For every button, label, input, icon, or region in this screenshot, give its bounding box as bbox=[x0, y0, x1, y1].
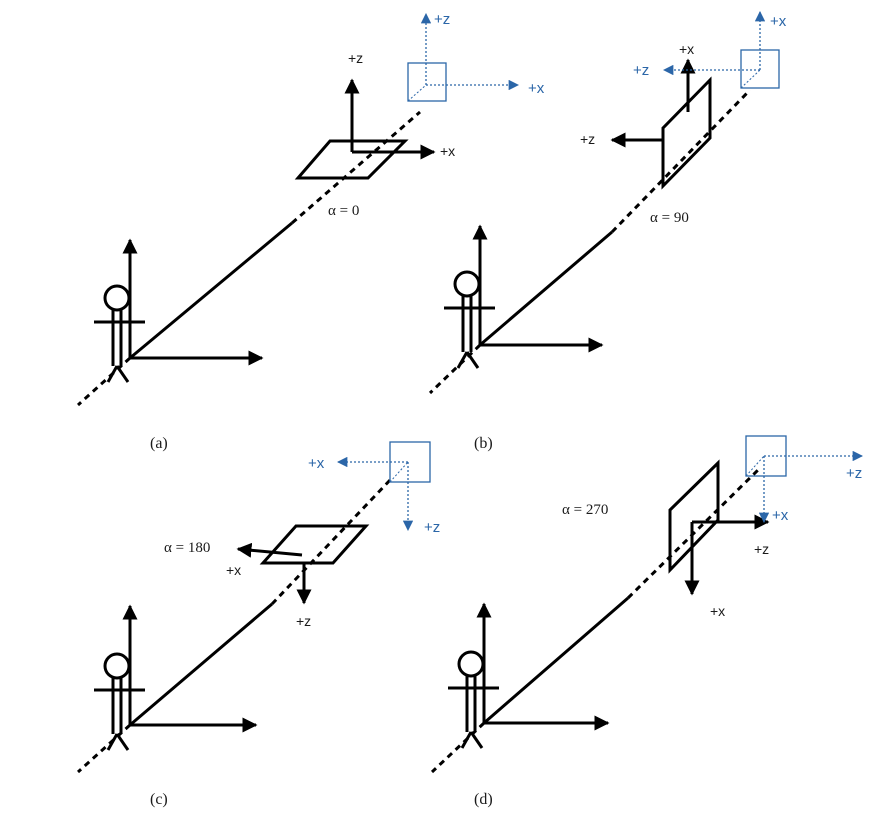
line-of-sight-dashed-behind bbox=[428, 343, 482, 395]
panel-a: +z +x α = 0 +z +x (a) bbox=[76, 11, 545, 452]
panel-d: +z +x α = 270 +z +x (d) bbox=[430, 435, 864, 808]
object-plane bbox=[259, 524, 370, 565]
object-x-label: +x bbox=[710, 603, 725, 619]
object-z-label: +z bbox=[348, 50, 363, 66]
alpha-label: α = 0 bbox=[328, 203, 359, 219]
alpha-label: α = 180 bbox=[164, 540, 210, 556]
line-of-sight-dashed bbox=[610, 88, 752, 234]
object-z-label: +z bbox=[754, 541, 769, 557]
alpha-label: α = 90 bbox=[650, 210, 689, 226]
reference-frame bbox=[336, 441, 431, 532]
panel-caption: (c) bbox=[150, 791, 168, 808]
object-z-label: +z bbox=[580, 131, 595, 147]
line-of-sight-solid bbox=[129, 602, 273, 727]
reference-right-label: +z bbox=[846, 465, 862, 482]
stick-figure bbox=[444, 270, 495, 369]
reference-left-label: +z bbox=[633, 62, 649, 79]
line-of-sight-solid bbox=[483, 596, 629, 725]
object-x-label: +x bbox=[226, 562, 241, 578]
object-x-label: +x bbox=[440, 143, 455, 159]
object-x-label: +x bbox=[679, 41, 694, 57]
line-of-sight-solid bbox=[479, 230, 613, 347]
reference-up-label: +z bbox=[434, 11, 450, 28]
reference-down-label: +z bbox=[424, 519, 440, 536]
object-z-label: +z bbox=[296, 613, 311, 629]
object-x-axis bbox=[236, 542, 303, 558]
reference-frame bbox=[407, 12, 520, 102]
stick-figure bbox=[94, 652, 145, 751]
reference-down-label: +x bbox=[772, 507, 789, 524]
panel-b: +x +z α = 90 +x +z (b) bbox=[428, 10, 787, 452]
object-plane bbox=[294, 139, 409, 180]
panel-caption: (d) bbox=[474, 791, 493, 808]
line-of-sight-dashed bbox=[270, 476, 394, 606]
object-plane bbox=[668, 459, 720, 574]
panel-caption: (a) bbox=[150, 435, 168, 452]
reference-frame bbox=[662, 10, 780, 89]
object-plane bbox=[661, 76, 712, 190]
stick-figure bbox=[448, 650, 499, 749]
reference-right-label: +x bbox=[528, 80, 545, 97]
line-of-sight-solid bbox=[129, 221, 293, 360]
reference-left-label: +x bbox=[308, 455, 325, 472]
alpha-label: α = 270 bbox=[562, 502, 608, 518]
stick-figure bbox=[94, 284, 145, 383]
reference-frame bbox=[745, 435, 864, 524]
panel-caption: (b) bbox=[474, 435, 493, 452]
reference-up-label: +x bbox=[770, 13, 787, 30]
panel-c: +x +z α = 180 +x +z (c) bbox=[76, 441, 440, 808]
